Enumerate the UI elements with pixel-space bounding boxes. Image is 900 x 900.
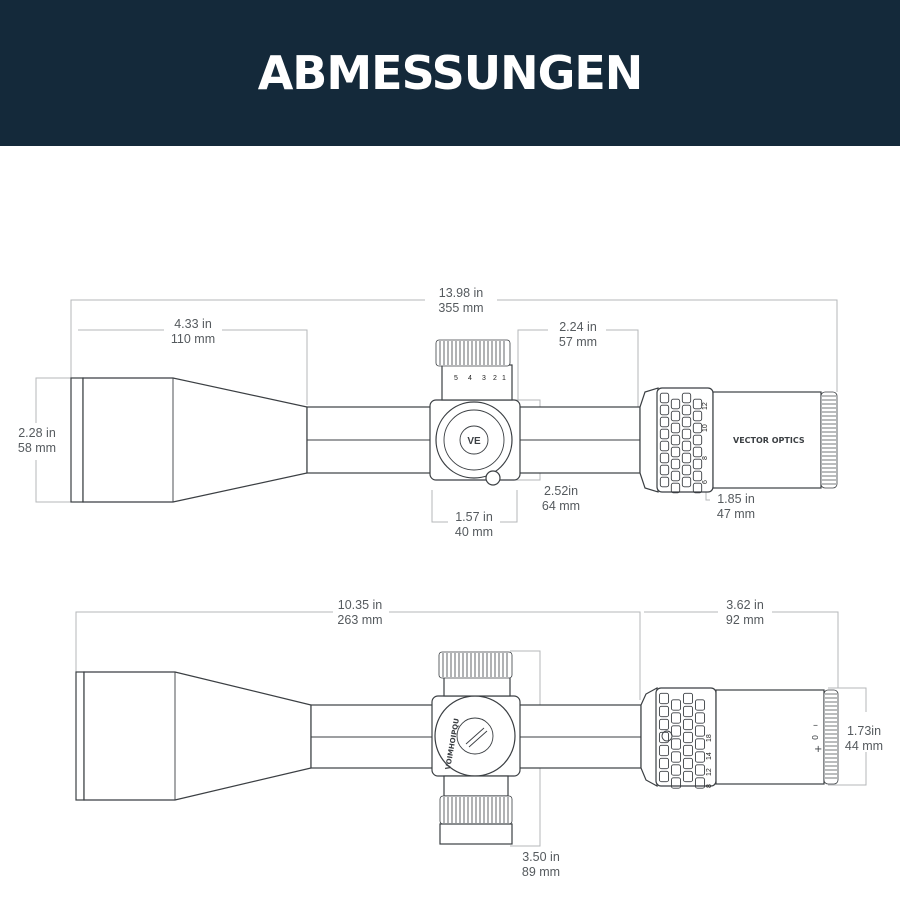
zoom-number: 18 [706,734,713,742]
turret-span-mm: 89 mm [522,865,560,879]
zoom-number: 12 [706,768,713,776]
diopter-plus: + [814,744,822,755]
zoom-number: 8 [706,784,713,788]
side-zoom-scale: 18 14 12 8 [706,734,713,788]
top-objective-bell [82,377,308,503]
overall-length-mm: 355 mm [438,301,483,315]
elevation-number: 3 [482,375,486,382]
turret-height-mm: 64 mm [542,499,580,513]
eyepiece-section-mm: 57 mm [559,335,597,349]
eyebell-diameter-in: 1.73in [847,724,881,738]
diopter-zero: 0 [811,735,820,740]
eyebell-diameter-mm: 44 mm [845,739,883,753]
top-elevation-knurl [435,339,511,367]
objective-diameter-mm: 58 mm [18,441,56,455]
badge-text: VE [467,436,481,447]
front-length-mm: 263 mm [337,613,382,627]
side-bottom-cap [439,823,513,845]
top-ocular-housing [712,391,822,489]
scope-top-view: VE 5 4 3 2 1 12 10 8 6 VECTOR OPTICS 13.… [18,286,838,539]
top-zoom-scale: 12 10 8 6 [702,402,709,484]
ocular-diameter-mm: 47 mm [717,507,755,521]
objective-section-mm: 110 mm [171,332,215,346]
side-elevation-knurl [438,651,513,679]
zoom-number: 10 [702,424,709,432]
elevation-number: 2 [493,375,497,382]
turret-width-in: 1.57 in [455,510,493,524]
side-objective-bell [83,671,312,801]
ocular-diameter-in: 1.85 in [717,492,755,506]
zoom-number: 14 [706,752,713,760]
zoom-number: 6 [702,480,709,484]
top-parallax-knob [435,401,513,479]
eyepiece-section-in: 2.24 in [559,320,597,334]
top-eyepiece-taper [639,387,659,493]
side-diopter-ring [823,689,839,785]
scope-side-view: VOIMHOIPQU 18 14 12 8 + 0 – 10.35 in 263… [75,598,883,879]
side-ocular-housing [715,689,825,785]
side-diopter-marks: + 0 – [811,720,822,755]
turret-width-mm: 40 mm [455,525,493,539]
turret-height-in: 2.52in [544,484,578,498]
top-illumination-knob [485,470,501,486]
side-eyepiece-taper [640,686,658,788]
brand-logo-text: VECTOR OPTICS [733,436,805,445]
zoom-number: 12 [702,402,709,410]
turret-span-in: 3.50 in [522,850,560,864]
top-objective-cap [70,377,84,503]
dimension-drawing: VE 5 4 3 2 1 12 10 8 6 VECTOR OPTICS 13.… [18,286,883,879]
eyepiece-length-mm: 92 mm [726,613,764,627]
elevation-number: 1 [502,375,506,382]
objective-section-in: 4.33 in [174,317,212,331]
side-magnification-knurl [658,692,706,789]
diopter-minus: – [813,720,818,731]
front-length-in: 10.35 in [338,598,383,612]
zoom-number: 8 [702,456,709,460]
top-elevation-scale: 5 4 3 2 1 [454,375,506,382]
objective-diameter-in: 2.28 in [18,426,56,440]
side-objective-cap [75,671,85,801]
eyepiece-length-in: 3.62 in [726,598,764,612]
side-bottom-base [443,775,509,797]
side-zoom-lever-icon [661,730,673,742]
top-elevation-turret [441,364,513,401]
side-elevation-base [443,675,511,697]
page-title: ABMESSUNGEN [257,46,644,100]
top-dimension-lines [35,299,838,523]
overall-length-in: 13.98 in [439,286,484,300]
top-magnification-knurl [659,392,703,494]
elevation-number: 4 [468,375,472,382]
header-banner: ABMESSUNGEN [0,0,900,146]
elevation-number: 5 [454,375,458,382]
vector-optics-badge-icon [459,425,489,455]
